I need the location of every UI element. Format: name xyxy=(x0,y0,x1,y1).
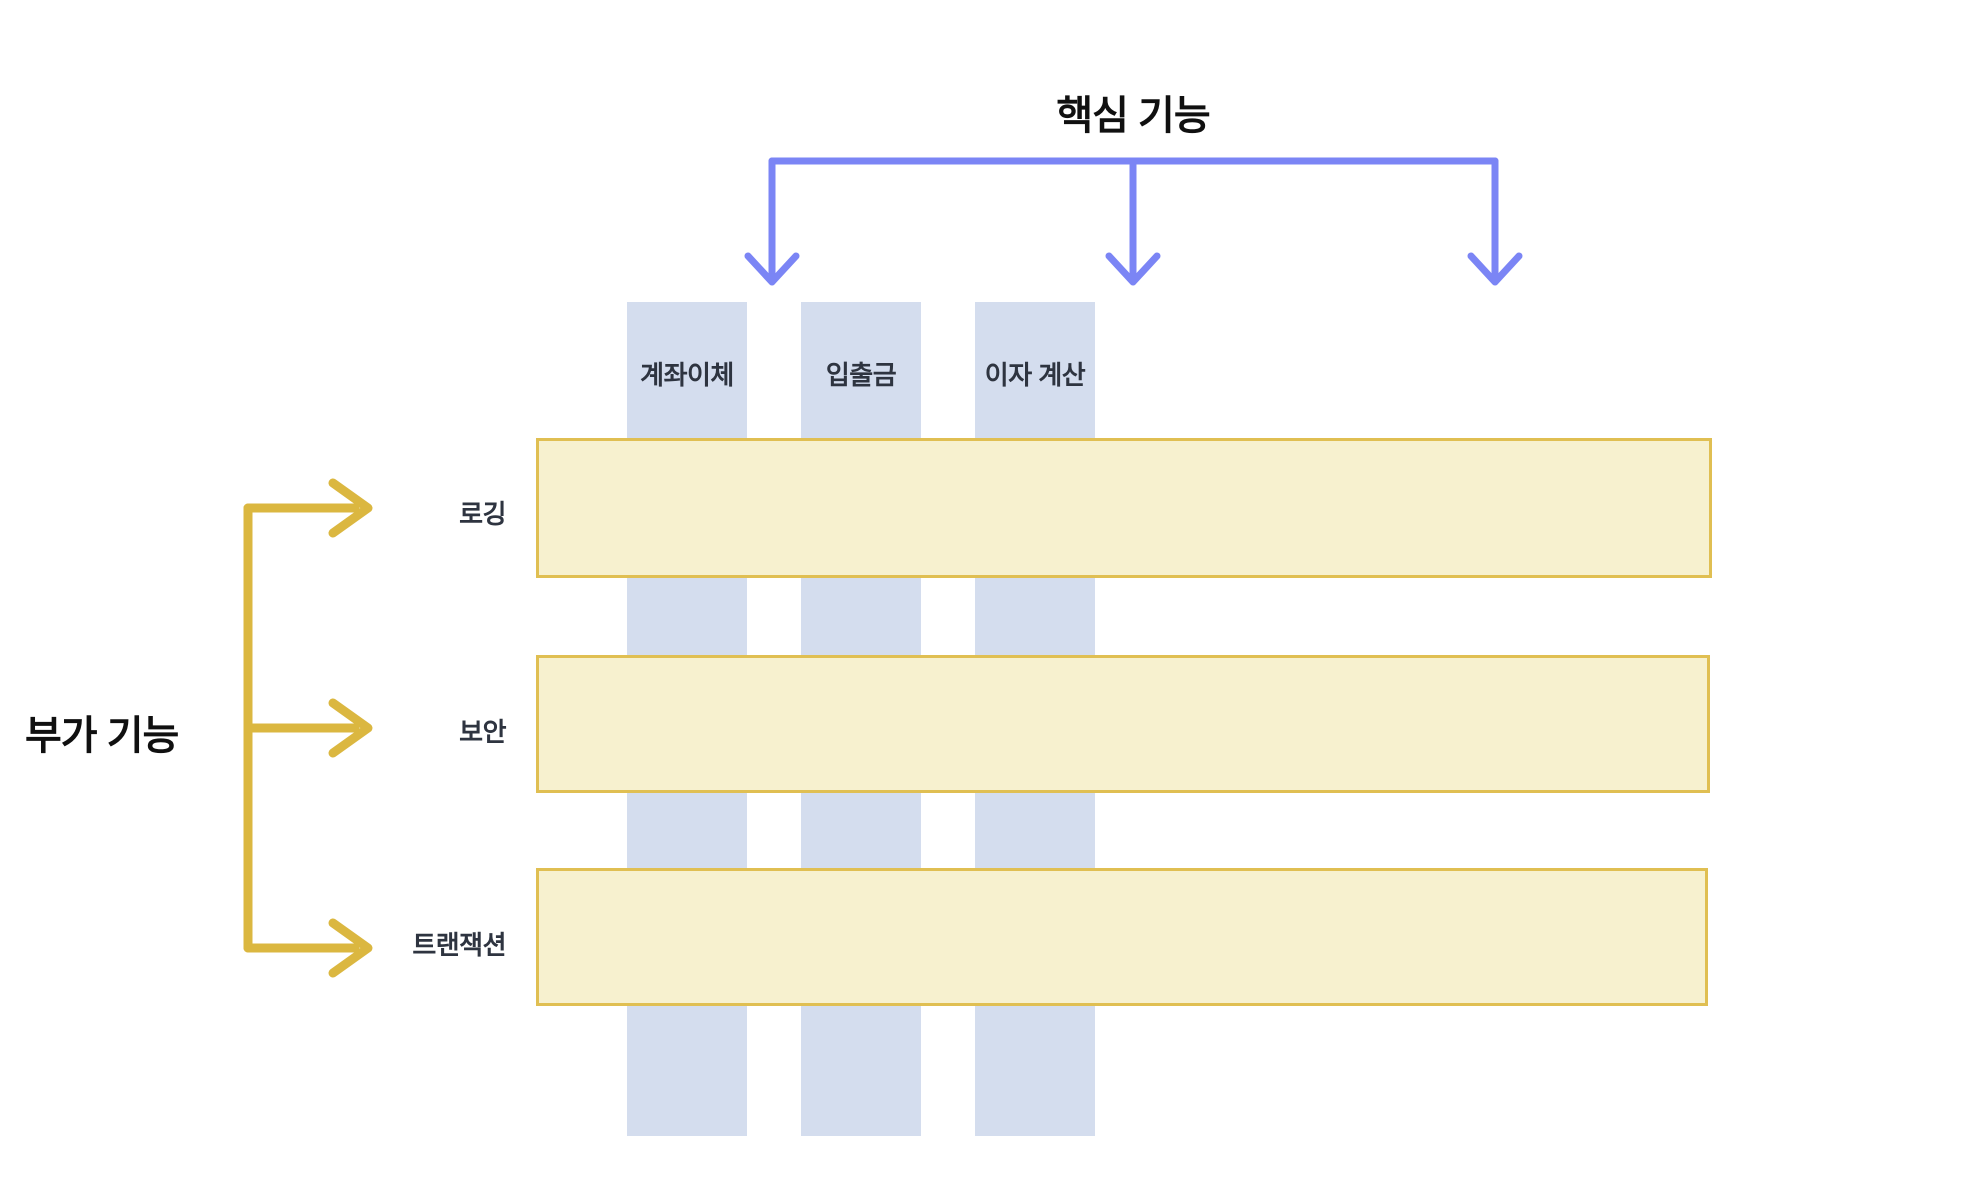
cross-feature-label-0: 로깅 xyxy=(459,499,506,529)
core-feature-label-2: 이자 계산 xyxy=(984,360,1086,390)
cross-band-0 xyxy=(536,438,1712,578)
core-features-title: 핵심 기능 xyxy=(1056,94,1210,138)
cross-features-title: 부가 기능 xyxy=(25,714,179,758)
cross-feature-label-2: 트랜잭션 xyxy=(412,930,506,960)
cross-band-1 xyxy=(536,655,1710,793)
cross-band-2 xyxy=(536,868,1708,1006)
core-feature-label-0: 계좌이체 xyxy=(640,360,734,390)
cross-feature-label-1: 보안 xyxy=(459,717,506,747)
core-feature-label-1: 입출금 xyxy=(825,360,897,390)
